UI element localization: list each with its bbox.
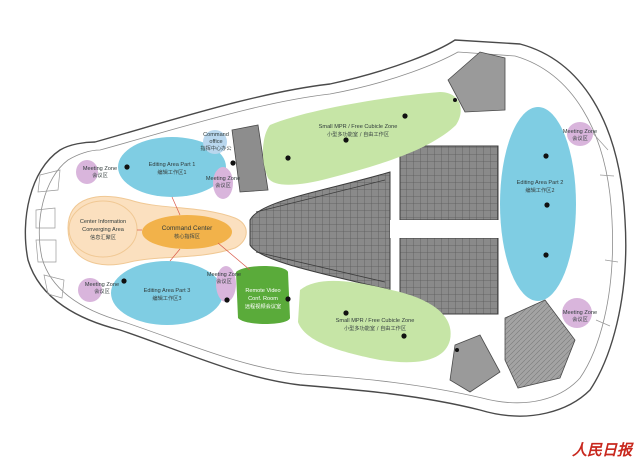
label-meeting-4-cn: 会议区 <box>216 277 232 285</box>
label-meeting-3: Meeting Zone <box>206 176 240 182</box>
label-remote-cn: 远程视频会议室 <box>245 302 281 310</box>
label-editing-2-cn: 编辑工作区2 <box>525 186 554 194</box>
zone-small-mpr-upper: Small MPR / Free Cubicle Zone 小型多功能室 / 自… <box>262 92 461 185</box>
label-editing-3-cn: 编辑工作区3 <box>152 294 181 302</box>
meeting-zone-center-upper: Meeting Zone 会议区 <box>206 167 240 199</box>
label-small-mpr-upper: Small MPR / Free Cubicle Zone <box>319 124 398 130</box>
zone-editing-area-1 <box>118 137 226 197</box>
zone-command-center <box>142 215 232 249</box>
label-meeting-5-cn: 会议区 <box>572 134 588 142</box>
label-command-office-2: office <box>209 139 222 145</box>
structural-blocks <box>231 51 576 393</box>
label-info-1: Center Information <box>80 219 126 225</box>
connector-lines <box>137 196 251 271</box>
meeting-zone-right-lower: Meeting Zone 会议区 <box>562 298 597 328</box>
zone-command-office <box>203 130 227 154</box>
label-meeting-4: Meeting Zone <box>207 272 241 278</box>
label-command-office-1: Command <box>203 132 229 138</box>
label-meeting-6: Meeting Zone <box>563 310 597 316</box>
meeting-zone-center-lower: Meeting Zone 会议区 <box>207 266 241 302</box>
label-meeting-3-cn: 会议区 <box>215 181 231 189</box>
label-small-mpr-lower: Small MPR / Free Cubicle Zone <box>336 318 415 324</box>
label-meeting-6-cn: 会议区 <box>572 315 588 323</box>
label-editing-1-cn: 编辑工作区1 <box>157 168 186 176</box>
zone-small-mpr-lower: Small MPR / Free Cubicle Zone 小型多功能室 / 自… <box>298 280 451 363</box>
logo-people-daily: 人民日报 <box>572 441 634 459</box>
label-meeting-1: Meeting Zone <box>83 166 117 172</box>
label-editing-2: Editing Area Part 2 <box>517 180 564 186</box>
meeting-zone-left-lower: Meeting Zone 会议区 <box>78 278 119 302</box>
zone-editing-area-2 <box>500 107 576 301</box>
column-dots <box>121 98 550 352</box>
label-editing-1: Editing Area Part 1 <box>149 162 196 168</box>
label-info-cn: 信息汇聚区 <box>90 233 116 241</box>
label-remote-1: Remote Video <box>245 288 280 294</box>
label-meeting-2-cn: 会议区 <box>94 287 110 295</box>
label-command-center: Command Center <box>162 225 213 232</box>
label-remote-2: Conf. Room <box>248 296 278 302</box>
zone-center-information <box>68 200 138 258</box>
label-info-2: Converging Area <box>82 227 125 233</box>
label-command-center-cn: 核心指挥区 <box>174 232 200 240</box>
label-meeting-2: Meeting Zone <box>85 282 119 288</box>
meeting-zone-left-upper: Meeting Zone 会议区 <box>76 160 117 184</box>
label-command-office-cn: 指挥中心办公 <box>200 144 231 152</box>
label-meeting-5: Meeting Zone <box>563 129 597 135</box>
label-editing-3: Editing Area Part 3 <box>144 288 191 294</box>
label-small-mpr-upper-cn: 小型多功能室 / 自由工作区 <box>327 130 389 138</box>
zone-editing-area-3 <box>111 261 223 325</box>
meeting-zone-right-upper: Meeting Zone 会议区 <box>563 122 597 146</box>
zone-remote-video <box>236 266 290 324</box>
label-small-mpr-lower-cn: 小型多功能室 / 自由工作区 <box>344 324 406 332</box>
label-meeting-1-cn: 会议区 <box>92 171 108 179</box>
